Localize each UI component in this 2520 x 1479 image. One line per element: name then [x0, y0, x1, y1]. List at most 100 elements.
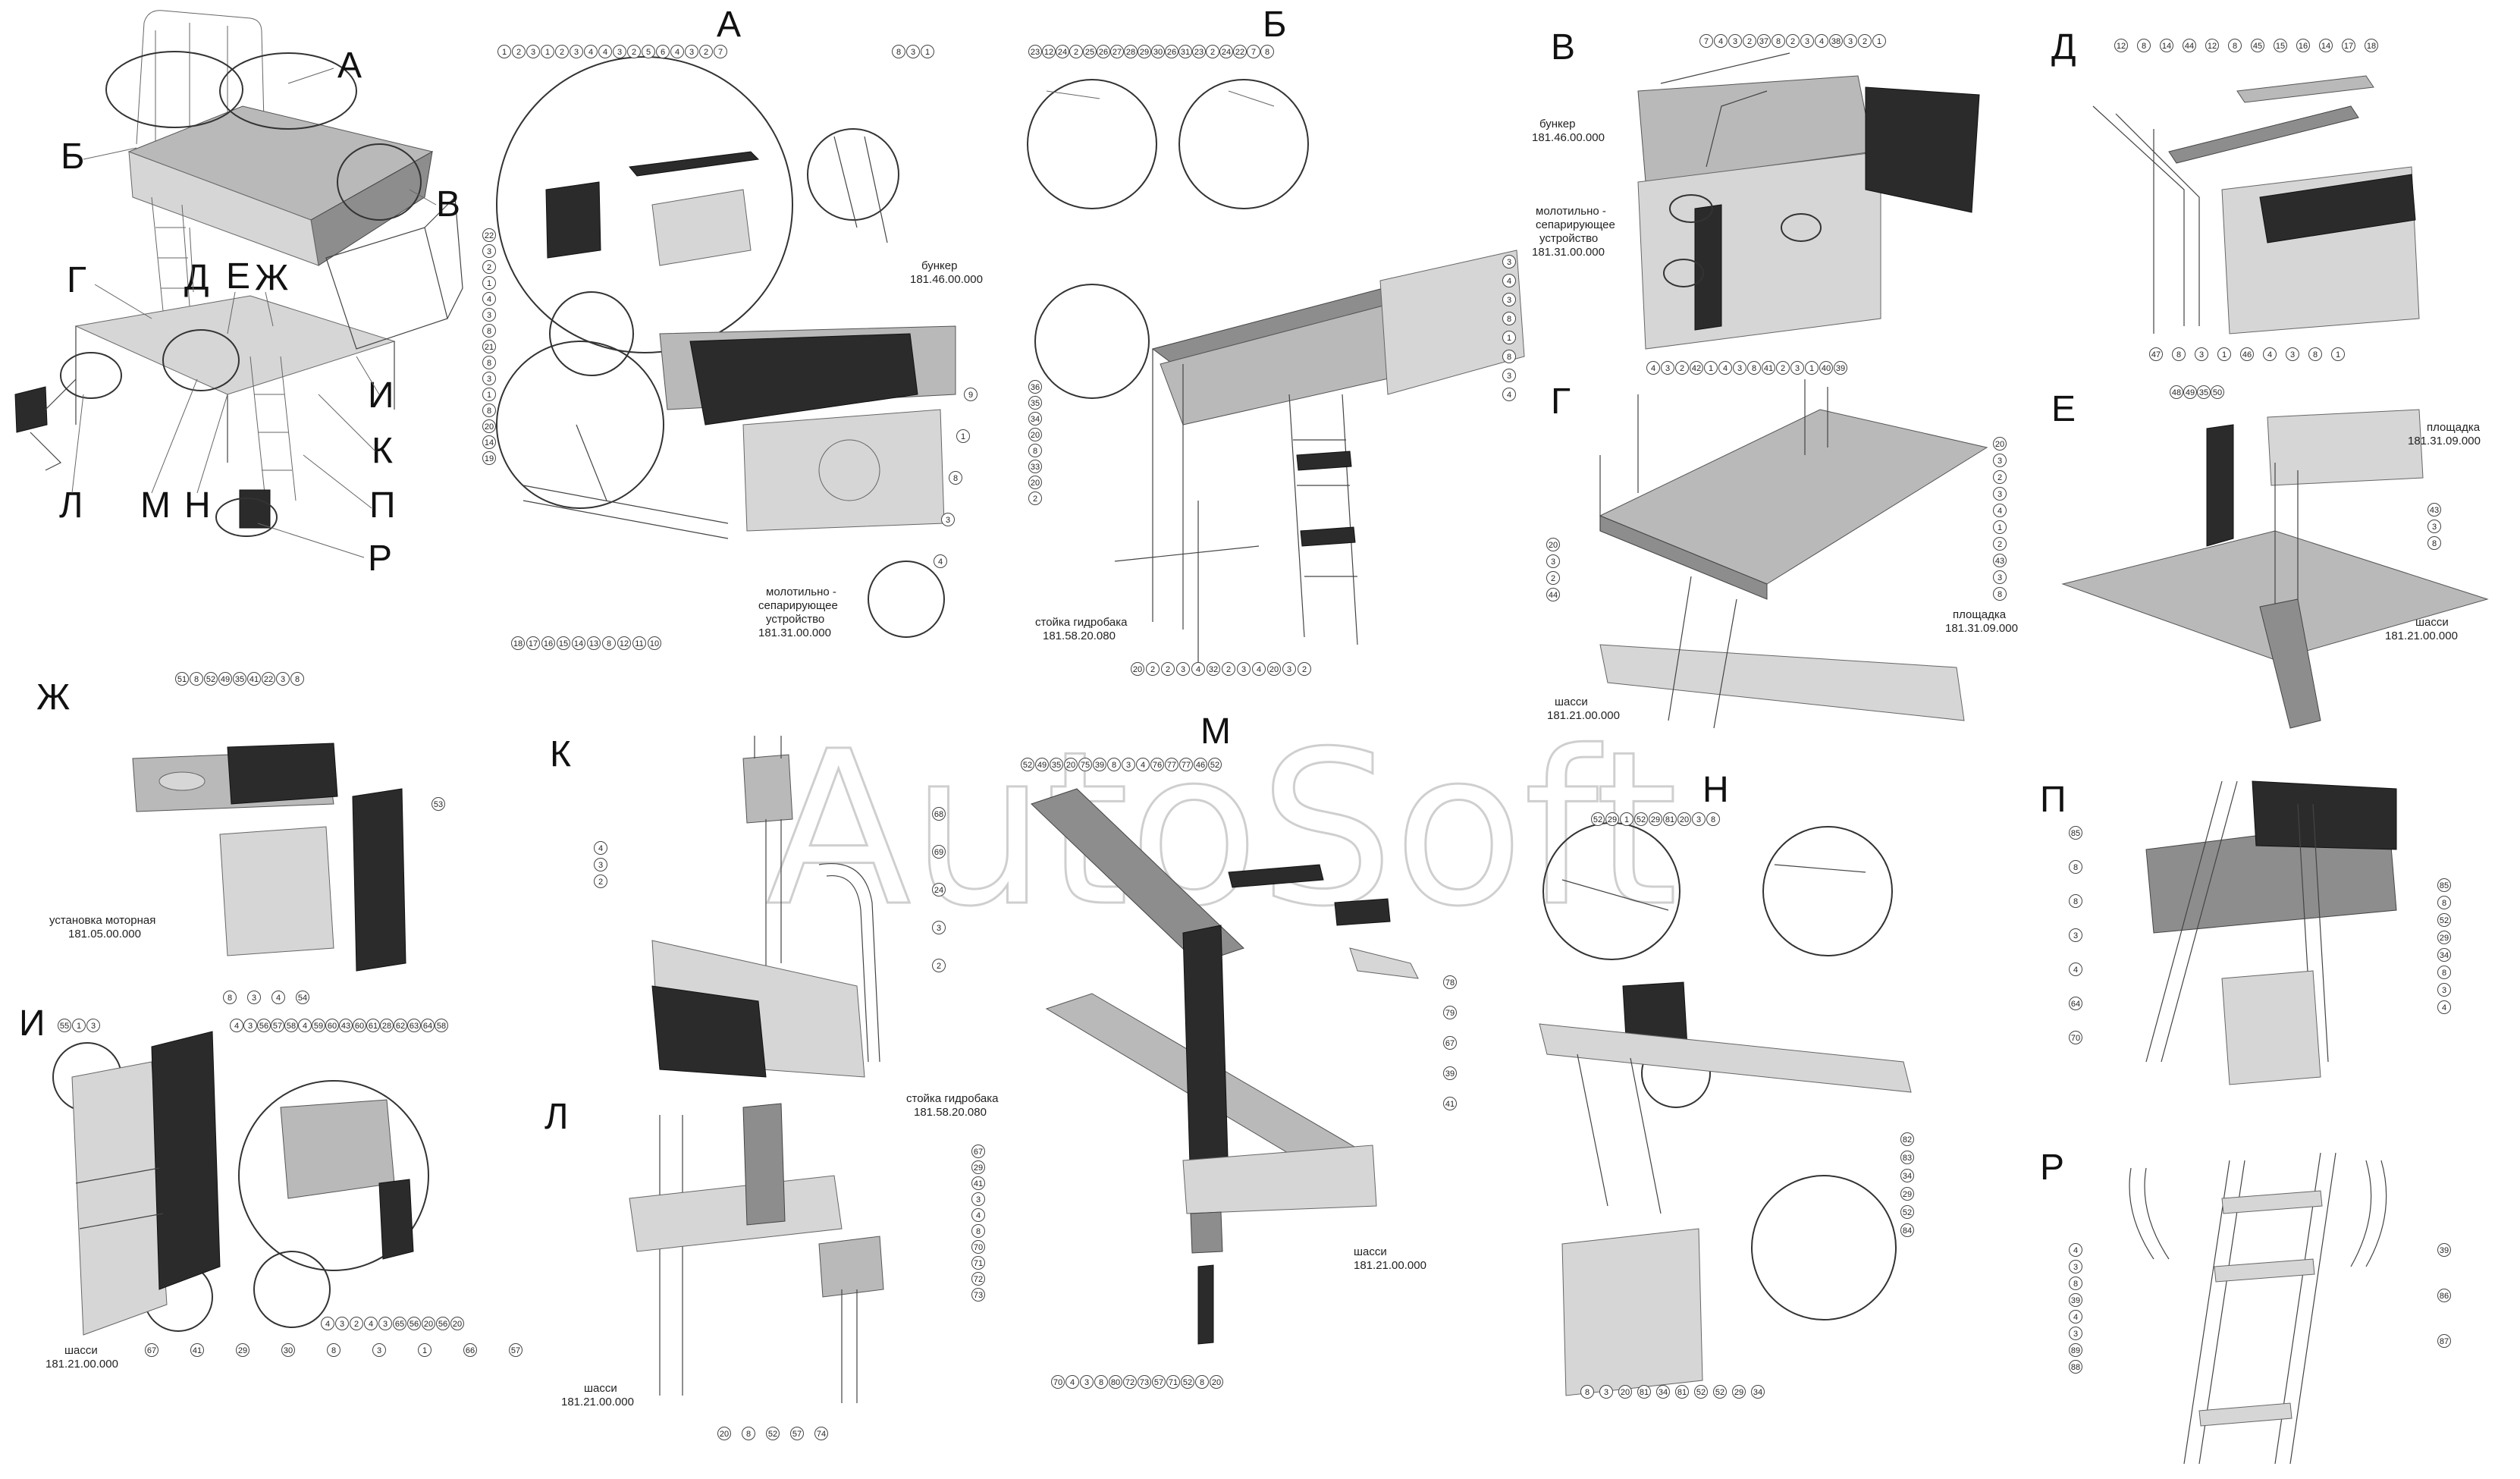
balloon-number: 20: [1212, 1378, 1221, 1387]
balloon-circle: [482, 292, 496, 306]
balloon-number: 4: [1196, 665, 1200, 674]
balloon-number: 15: [559, 639, 568, 648]
balloon-number: 17: [529, 639, 538, 648]
balloon-number: 3: [1665, 364, 1670, 373]
balloon-circle: [1751, 1385, 1765, 1399]
balloon-circle: [1993, 587, 2007, 601]
overview-label-a: А: [337, 46, 362, 86]
balloon-number: 4: [2442, 1003, 2446, 1013]
balloon-circle: [1790, 361, 1804, 375]
view-l-cap-stoyka-1: стойка гидробака: [906, 1092, 999, 1105]
balloon-number: 47: [2151, 350, 2161, 360]
view-a-rail: [523, 424, 729, 539]
balloon-number: 39: [1836, 364, 1845, 373]
balloon-number: 43: [341, 1022, 350, 1031]
balloon-circle: [598, 45, 612, 58]
balloon-circle: [570, 45, 583, 58]
balloon-number: 34: [1753, 1388, 1762, 1397]
balloon-circle: [509, 1343, 523, 1357]
balloon-circle: [699, 45, 713, 58]
view-a-cap-molot-4: 181.31.00.000: [758, 626, 831, 639]
view-b-post: [1152, 349, 1184, 630]
balloon-number: 60: [355, 1022, 364, 1031]
balloon-number: 1: [422, 1346, 427, 1355]
balloon-circle: [594, 841, 607, 855]
balloon-number: 8: [2442, 969, 2446, 978]
balloon-number: 2: [516, 48, 521, 57]
balloon-circle: [482, 404, 496, 417]
balloon-circle: [1599, 1385, 1613, 1399]
balloon-number: 78: [1445, 978, 1455, 988]
balloon-circle: [1502, 369, 1516, 382]
balloon-number: 3: [1181, 665, 1185, 674]
balloon-circle: [1815, 34, 1828, 48]
balloon-number: 37: [1759, 37, 1768, 46]
view-a: А бункер 181.46.00.000 молотильно - сепа…: [482, 5, 983, 650]
balloon-circle: [1056, 45, 1069, 58]
balloon-number: 20: [1680, 815, 1689, 824]
view-v: В бункер 181.46.00.000 молотильно - сепа…: [1532, 27, 1980, 375]
balloon-number: 8: [1507, 353, 1511, 362]
balloon-circle: [932, 807, 946, 821]
balloon-circle: [2160, 39, 2173, 52]
balloon-circle: [1021, 758, 1034, 771]
balloon-circle: [555, 45, 569, 58]
balloon-circle: [906, 45, 920, 58]
view-a-cap-molot-1: молотильно -: [766, 586, 836, 598]
balloon-circle: [243, 1019, 257, 1032]
balloon-number: 20: [485, 422, 494, 432]
balloon-number: 1: [2336, 350, 2340, 360]
balloon-number: 64: [2071, 1000, 2080, 1009]
view-p-step: [2221, 970, 2321, 1085]
balloon-circle: [766, 1427, 780, 1440]
balloon-number: 3: [1604, 1388, 1608, 1397]
view-e-cap-platform-2: 181.31.09.000: [2408, 435, 2481, 447]
balloon-number: 2: [1150, 665, 1155, 674]
balloon-number: 8: [1752, 364, 1756, 373]
balloon-number: 20: [1995, 440, 2004, 449]
overview-zoom-b: [105, 51, 243, 128]
balloon-number: 3: [2290, 350, 2295, 360]
view-d-beam: [2168, 105, 2359, 164]
overview-bunker-front: [128, 151, 319, 266]
balloon-circle: [1222, 662, 1235, 676]
balloon-circle: [1546, 554, 1560, 568]
balloon-number: 8: [1997, 590, 2002, 599]
balloon-circle: [2427, 503, 2441, 517]
balloon-circle: [1028, 476, 1042, 489]
balloon-number: 52: [1637, 815, 1646, 824]
balloon-circle: [204, 672, 218, 686]
balloon-circle: [1097, 45, 1110, 58]
balloon-circle: [1109, 1375, 1122, 1389]
balloon-circle: [1502, 312, 1516, 325]
balloon-circle: [1151, 45, 1165, 58]
balloon-circle: [190, 1343, 204, 1357]
balloon-number: 2: [560, 48, 564, 57]
balloon-number: 6: [661, 48, 665, 57]
view-d-letter: Д: [2051, 27, 2076, 68]
balloon-number: 12: [2117, 42, 2126, 51]
balloon-circle: [2240, 347, 2254, 361]
balloon-number: 8: [487, 407, 491, 416]
balloon-number: 8: [487, 359, 491, 368]
balloon-number: 8: [1200, 1378, 1204, 1387]
balloon-circle: [2205, 39, 2219, 52]
balloon-circle: [2217, 347, 2231, 361]
view-v-side-panel: [1865, 86, 1980, 213]
view-a-letter: А: [717, 5, 741, 45]
view-m-cap-chassis-2: 181.21.00.000: [1354, 1259, 1426, 1272]
balloon-number: 87: [2440, 1337, 2449, 1346]
balloon-number: 70: [2071, 1034, 2080, 1043]
balloon-number: 1: [961, 432, 965, 441]
balloon-circle: [2183, 385, 2197, 399]
balloon-number: 58: [437, 1022, 446, 1031]
balloon-number: 81: [1665, 815, 1674, 824]
